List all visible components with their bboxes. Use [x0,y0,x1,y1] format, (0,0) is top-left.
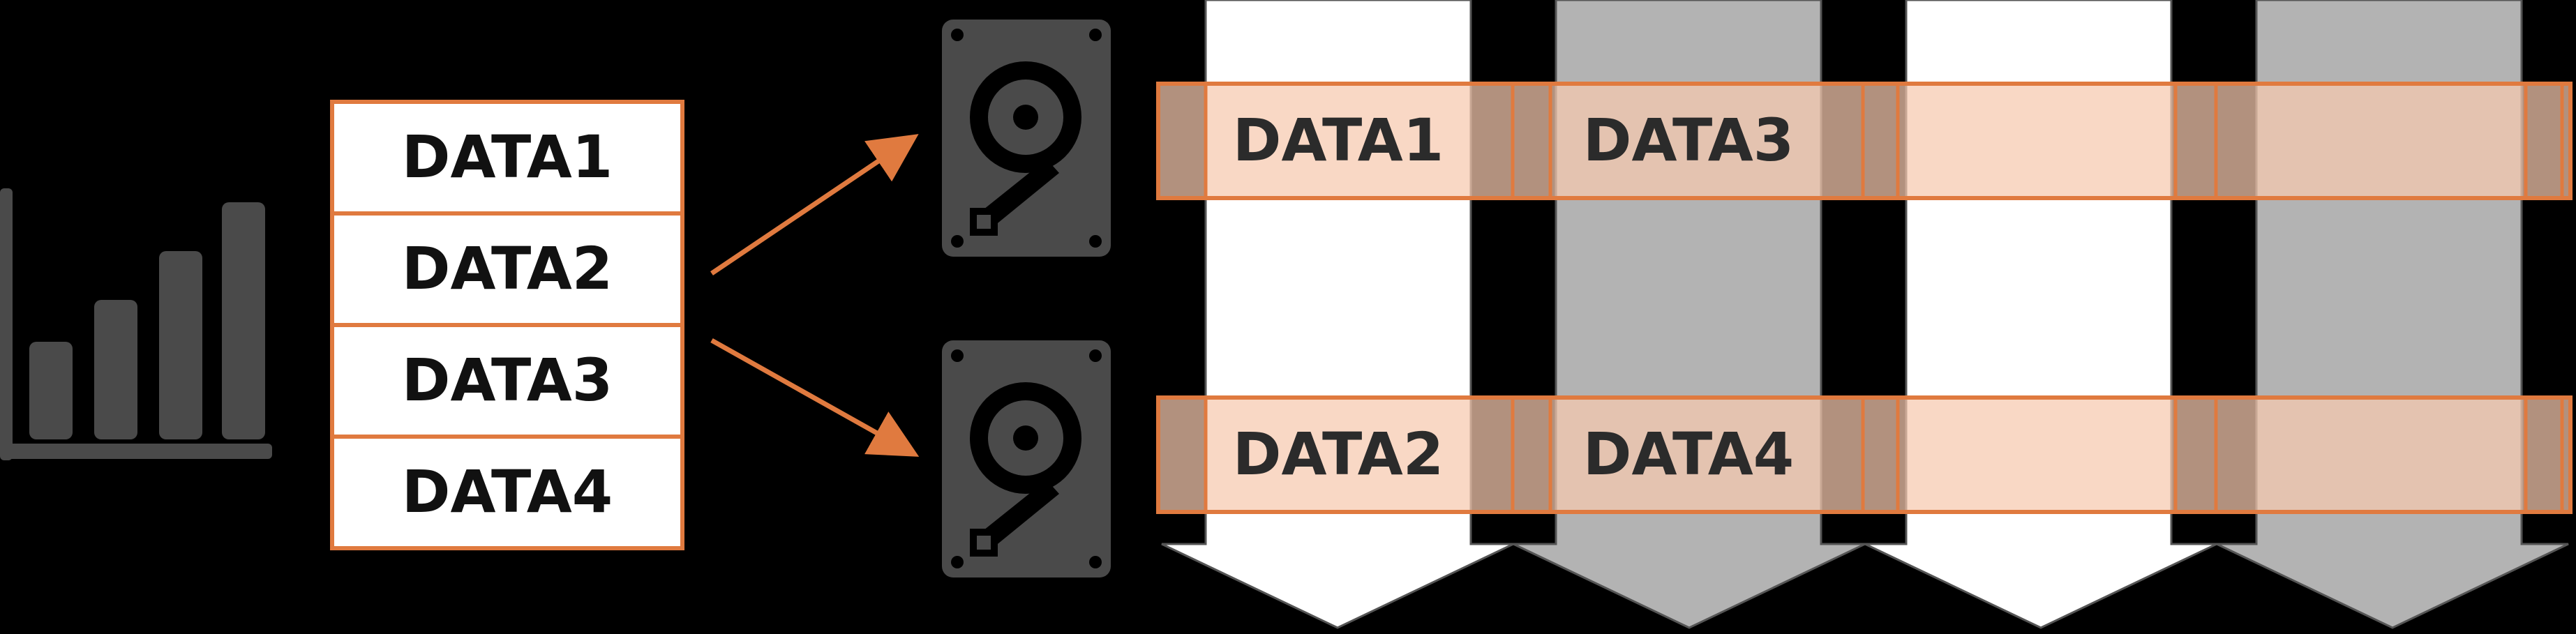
disk-band: DATA1 DATA3 [1156,82,2573,200]
source-block: DATA3 [330,323,684,439]
source-block-label: DATA3 [402,346,613,414]
source-block-label: DATA4 [402,458,613,526]
hard-disk-icon [942,20,1111,257]
hard-disk-icons [942,20,1111,578]
stripe-block-label: DATA3 [1583,106,1794,174]
distribution-arrows [710,134,920,457]
disk-band: DATA2 DATA4 [1156,395,2573,514]
stripe-block-label: DATA1 [1233,106,1444,174]
stripe-block-label: DATA4 [1583,420,1794,488]
source-block-label: DATA1 [402,123,613,191]
source-block-label: DATA2 [402,234,613,303]
source-block: DATA4 [330,435,684,550]
arrow-to-disk-1 [710,134,919,276]
source-block: DATA1 [330,100,684,216]
source-block: DATA2 [330,211,684,327]
stripe-block-label: DATA2 [1233,420,1444,488]
arrow-to-disk-2 [710,338,920,457]
hard-disk-icon [942,340,1111,578]
bar-chart-icon [0,188,272,460]
